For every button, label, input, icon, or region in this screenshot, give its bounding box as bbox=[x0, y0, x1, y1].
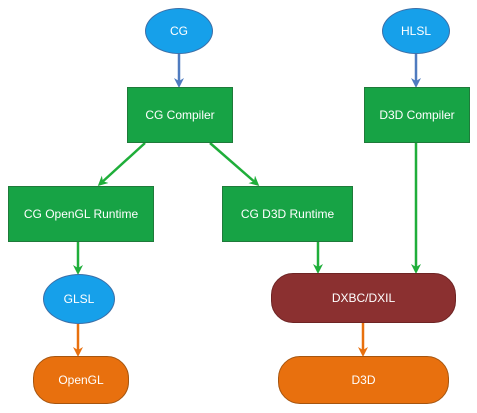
arrow-cg-compiler-to-cg-opengl-runtime bbox=[97, 142, 146, 187]
arrow-cg-compiler-to-cg-d3d-runtime bbox=[209, 142, 260, 186]
node-cg-opengl-runtime: CG OpenGL Runtime bbox=[8, 186, 154, 242]
node-glsl: GLSL bbox=[43, 274, 115, 324]
node-cg-opengl-runtime-label: CG OpenGL Runtime bbox=[23, 207, 139, 221]
node-cg-d3d-runtime: CG D3D Runtime bbox=[222, 186, 353, 242]
node-glsl-label: GLSL bbox=[63, 292, 95, 306]
node-cg-compiler-label: CG Compiler bbox=[145, 108, 215, 122]
node-d3d-label: D3D bbox=[351, 373, 376, 387]
node-hlsl-label: HLSL bbox=[400, 24, 432, 38]
node-cg: CG bbox=[145, 8, 213, 54]
node-dxbc-dxil: DXBC/DXIL bbox=[271, 273, 456, 323]
node-d3d: D3D bbox=[278, 356, 449, 404]
node-opengl-label: OpenGL bbox=[58, 373, 104, 387]
node-d3d-compiler: D3D Compiler bbox=[364, 87, 470, 143]
node-dxbc-dxil-label: DXBC/DXIL bbox=[331, 291, 396, 305]
node-cg-d3d-runtime-label: CG D3D Runtime bbox=[240, 207, 335, 221]
node-cg-label: CG bbox=[170, 24, 188, 38]
node-cg-compiler: CG Compiler bbox=[127, 87, 233, 143]
node-d3d-compiler-label: D3D Compiler bbox=[379, 108, 455, 122]
node-hlsl: HLSL bbox=[382, 8, 450, 54]
node-opengl: OpenGL bbox=[33, 356, 129, 404]
